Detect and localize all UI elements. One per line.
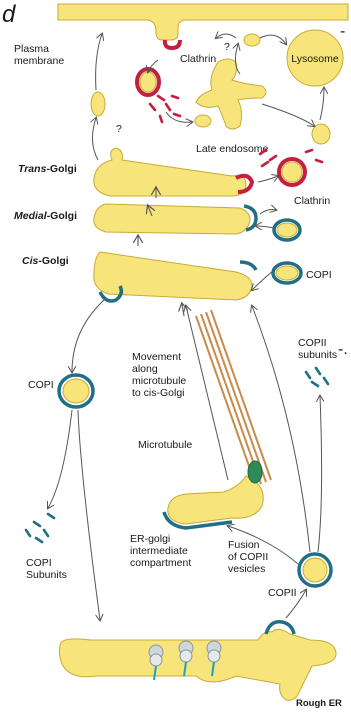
trans-golgi [94, 148, 252, 196]
lysosome-label: Lysosome [291, 53, 339, 65]
question-left: ? [116, 123, 122, 135]
copi-vesicle-right-1 [274, 220, 300, 240]
copii-bottom-label: COPII [268, 587, 297, 599]
vesicle [195, 115, 211, 127]
copi-left-label: COPI [28, 379, 54, 391]
cis-golgi [94, 252, 256, 301]
corner-glyph: d [2, 1, 16, 28]
copii-vesicle [299, 554, 331, 586]
clathrin-subunits-top [150, 96, 180, 122]
cis-golgi-label: Cis-Golgi [22, 255, 69, 267]
copii-subunits-right [306, 368, 328, 386]
copi-vesicle-right-2 [273, 263, 301, 283]
lysosome: Lysosome [287, 30, 343, 86]
rough-er-label: Rough ER [296, 698, 342, 709]
vesicle [312, 124, 330, 144]
microtubule-label: Microtubule [138, 439, 192, 451]
late-endosome: Late endosome [196, 59, 269, 155]
copi-vesicle-left [59, 375, 93, 407]
vesicle [244, 34, 260, 46]
late-endosome-label: Late endosome [196, 143, 269, 155]
trans-golgi-label: Trans-Golgi [18, 163, 77, 175]
copi-right-label: COPI [306, 269, 332, 281]
rough-er [59, 622, 336, 701]
copi-bud-cis [240, 262, 256, 270]
vesicle [91, 92, 105, 116]
copi-subunits-left [26, 514, 54, 542]
medial-golgi-label: Medial-Golgi [14, 210, 77, 222]
motor-protein [248, 461, 262, 483]
clathrin-coated-vesicle-right [279, 159, 305, 185]
clathrin-top-label: Clathrin [180, 53, 216, 65]
clathrin-right-label: Clathrin [294, 195, 330, 207]
clathrin-pit-top [165, 40, 180, 48]
clathrin-coated-vesicle [137, 69, 159, 95]
question-top: ? [224, 41, 230, 53]
microtubule [196, 310, 271, 486]
er-golgi-intermediate-compartment [164, 461, 263, 528]
medial-golgi [94, 204, 256, 234]
edge-dash-top: - [340, 23, 345, 40]
transport-arrows [48, 34, 324, 620]
edge-dash-mid: -. [338, 341, 348, 358]
